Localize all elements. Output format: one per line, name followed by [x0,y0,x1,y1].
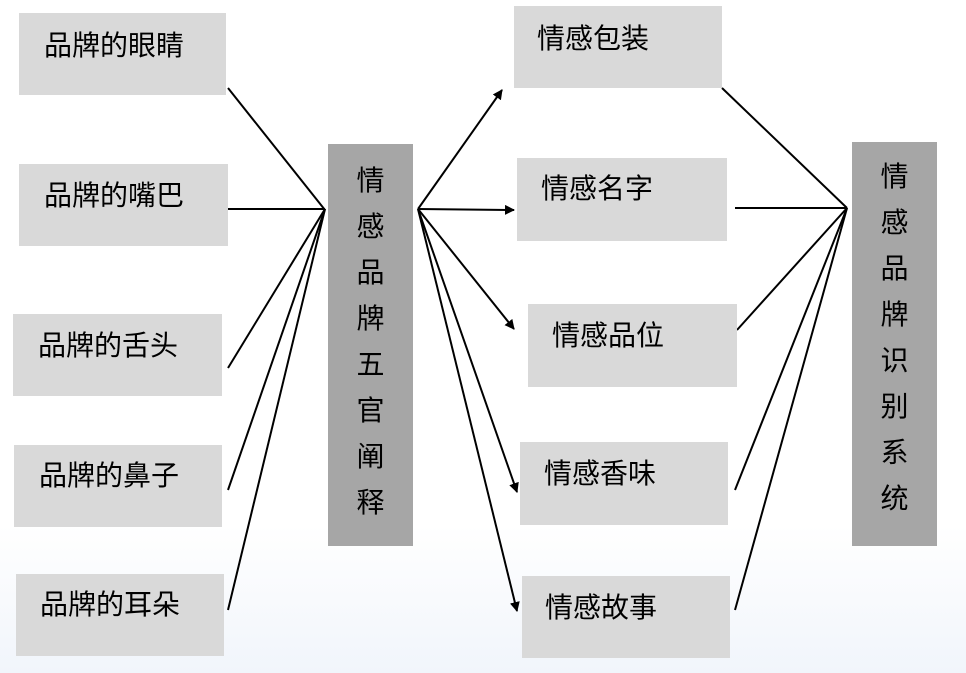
connector-tongue [227,208,326,369]
connector-ears [227,208,326,611]
arrow-taste [417,208,515,330]
connector-nose [227,208,326,491]
arrow-name [417,204,515,215]
right-box-story-label: 情感故事 [545,591,658,624]
right-box-name-label: 情感名字 [541,172,654,205]
right-box-taste-label: 情感品位 [552,319,665,352]
far-right-bar: 情感品牌识别系统 [852,142,937,546]
left-box-ears-label: 品牌的耳朵 [40,588,181,621]
left-box-tongue: 品牌的舌头 [13,314,222,396]
connector-taste-system [736,207,848,331]
left-box-nose-label: 品牌的鼻子 [39,459,180,492]
left-box-eyes-label: 品牌的眼睛 [44,29,185,62]
left-box-nose: 品牌的鼻子 [14,445,222,527]
left-box-tongue-label: 品牌的舌头 [38,329,179,362]
left-box-mouth-label: 品牌的嘴巴 [44,179,185,212]
connector-packaging-system [721,87,848,209]
connector-story-system [734,207,848,611]
right-box-packaging: 情感包装 [514,6,722,88]
right-box-name: 情感名字 [517,158,727,241]
connector-eyes [227,87,326,211]
connector-scent-system [734,207,848,491]
arrow-packaging [417,89,503,210]
left-box-mouth: 品牌的嘴巴 [19,164,228,246]
right-box-taste: 情感品位 [528,304,737,387]
right-box-scent-label: 情感香味 [544,457,657,490]
arrow-scent [417,208,519,493]
right-box-packaging-label: 情感包装 [537,22,650,55]
arrow-story [417,208,520,612]
center-bar-label: 情感品牌五官阐释 [356,164,385,519]
right-box-scent: 情感香味 [520,442,728,525]
center-bar: 情感品牌五官阐释 [328,144,413,546]
right-box-story: 情感故事 [522,576,730,658]
far-right-bar-label: 情感品牌识别系统 [880,160,909,515]
left-box-eyes: 品牌的眼睛 [19,13,226,95]
left-box-ears: 品牌的耳朵 [16,574,224,656]
